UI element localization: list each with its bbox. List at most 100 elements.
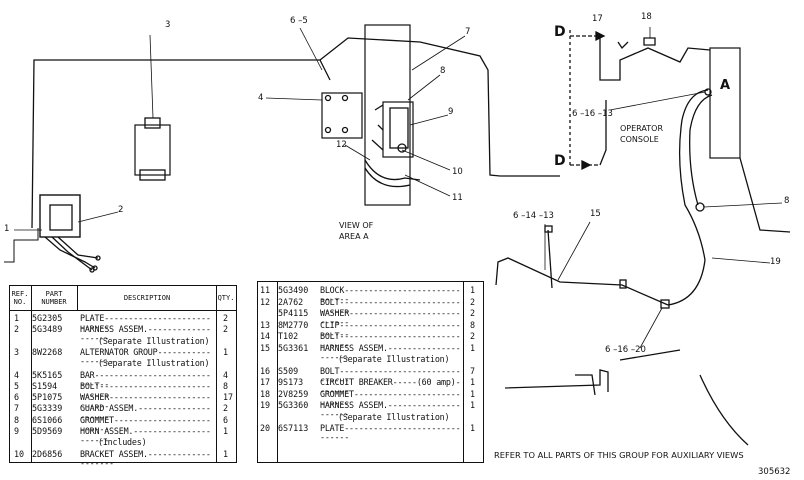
table-row: 5 S1594 BOLT----------------------------- 8: [10, 380, 236, 399]
row-description: GUARD ASSEM.---------------------: [80, 404, 211, 423]
row-part-number: 5G2305: [32, 313, 63, 323]
callout-12: 12: [336, 140, 347, 150]
row-part-number: 5G3360: [278, 400, 309, 410]
row-part-number: 2V8259: [278, 388, 309, 399]
callout-2: 2: [118, 205, 124, 215]
row-ref-no: 5: [14, 380, 20, 391]
callout-8-a: 8: [440, 66, 446, 76]
row-ref-no: 6: [14, 392, 20, 403]
row-qty: 1: [223, 448, 229, 459]
row-ref-no: 19: [260, 400, 271, 410]
callout-11: 11: [452, 193, 463, 203]
row-description: CIRCUIT BREAKER-----(60 amp)-------: [320, 378, 461, 396]
row-description: ALTERNATOR GROUP------------------: [80, 347, 211, 366]
row-ref-no: 3: [14, 346, 20, 357]
row-description: WASHER-----------------------------: [320, 309, 461, 327]
refer-note: REFER TO ALL PARTS OF THIS GROUP FOR AUX…: [494, 450, 744, 460]
table-row: (Separate Illustration): [258, 355, 483, 364]
section-d-bottom: D: [554, 153, 566, 169]
row-part-number: S1594: [32, 380, 58, 391]
row-qty: 6: [223, 414, 229, 425]
table-row: (Separate Illustration): [10, 359, 236, 368]
row-part-number: 6S7113: [278, 423, 309, 433]
row-part-number: 5D9569: [32, 426, 63, 436]
table-row: 7 5G3339 GUARD ASSEM.---------------------…: [10, 403, 236, 422]
row-qty: 2: [470, 331, 476, 341]
row-ref-no: 12: [260, 296, 271, 307]
area-a-label: AREA A: [339, 232, 369, 241]
row-qty: 8: [223, 380, 229, 391]
row-description: BOLT-------------------------------: [320, 297, 461, 316]
row-qty: 2: [470, 296, 476, 307]
row-part-number: 2D6856: [32, 448, 63, 459]
callout-6-14-13: 6 –14 –13: [513, 211, 554, 221]
row-part-number: 5G3490: [278, 285, 309, 295]
row-ref-no: 11: [260, 285, 271, 295]
row-part-number: 5P1075: [32, 392, 63, 403]
row-description: HARNESS ASSEM.-------------------: [80, 325, 211, 344]
row-description: (Separate Illustration): [338, 355, 450, 364]
header-part-number: PART NUMBER: [41, 290, 67, 306]
header-qty: QTY.: [217, 294, 235, 302]
table-row: 19 5G3360 HARNESS ASSEM.------------------…: [258, 400, 483, 419]
table-row: (Separate Illustration): [10, 337, 236, 346]
callout-15: 15: [590, 209, 601, 219]
row-description: HARNESS ASSEM.---------------------: [320, 343, 461, 362]
row-part-number: S509: [278, 365, 299, 376]
row-qty: 1: [470, 342, 476, 353]
callout-6-16-13: 6 –16 –13: [572, 109, 613, 119]
row-description: BOLT-------------------------------: [320, 366, 461, 385]
callout-8-b: 8: [784, 196, 790, 206]
row-qty: 1: [470, 388, 476, 399]
row-description: BOLT-------------------------------: [320, 332, 461, 350]
callout-9: 9: [448, 107, 454, 117]
row-qty: 1: [470, 423, 476, 433]
row-description: HARNESS ASSEM.---------------------: [320, 401, 461, 419]
section-d-top: D: [554, 24, 566, 40]
table-row: 5P4115 WASHER----------------------------…: [258, 308, 483, 327]
console-label: CONSOLE: [620, 135, 659, 144]
table-row: 4 5K5165 BAR------------------------------…: [10, 369, 236, 388]
row-description: (Separate Illustration): [98, 336, 210, 346]
callout-6-5: 6 –5: [290, 16, 308, 26]
row-part-number: 6S1066: [32, 414, 63, 425]
row-qty: 1: [223, 426, 229, 436]
row-qty: 2: [470, 308, 476, 318]
row-qty: 1: [223, 346, 229, 357]
callout-4: 4: [258, 93, 264, 103]
row-ref-no: 15: [260, 342, 271, 353]
row-qty: 1: [470, 285, 476, 295]
row-description: BAR------------------------------: [80, 370, 211, 389]
row-ref-no: 4: [14, 369, 20, 380]
row-description: PLATE------------------------------: [320, 424, 461, 442]
row-description: HORN ASSEM.----------------------: [80, 427, 211, 445]
row-qty: 17: [223, 392, 234, 403]
row-description: (Includes): [98, 438, 147, 448]
row-ref-no: 14: [260, 331, 271, 341]
row-part-number: 5G3339: [32, 403, 63, 414]
row-ref-no: 7: [14, 403, 20, 414]
row-description: BLOCK------------------------------: [320, 286, 461, 304]
row-part-number: 5P4115: [278, 308, 309, 318]
callout-18: 18: [641, 12, 652, 22]
row-qty: 7: [470, 365, 476, 376]
row-description: BOLT-----------------------------: [80, 381, 211, 400]
row-part-number: 5K5165: [32, 369, 63, 380]
callout-10: 10: [452, 167, 463, 177]
figure-number: 305632: [758, 467, 791, 477]
table-row: (Separate Illustration): [258, 413, 483, 422]
row-ref-no: 18: [260, 388, 271, 399]
